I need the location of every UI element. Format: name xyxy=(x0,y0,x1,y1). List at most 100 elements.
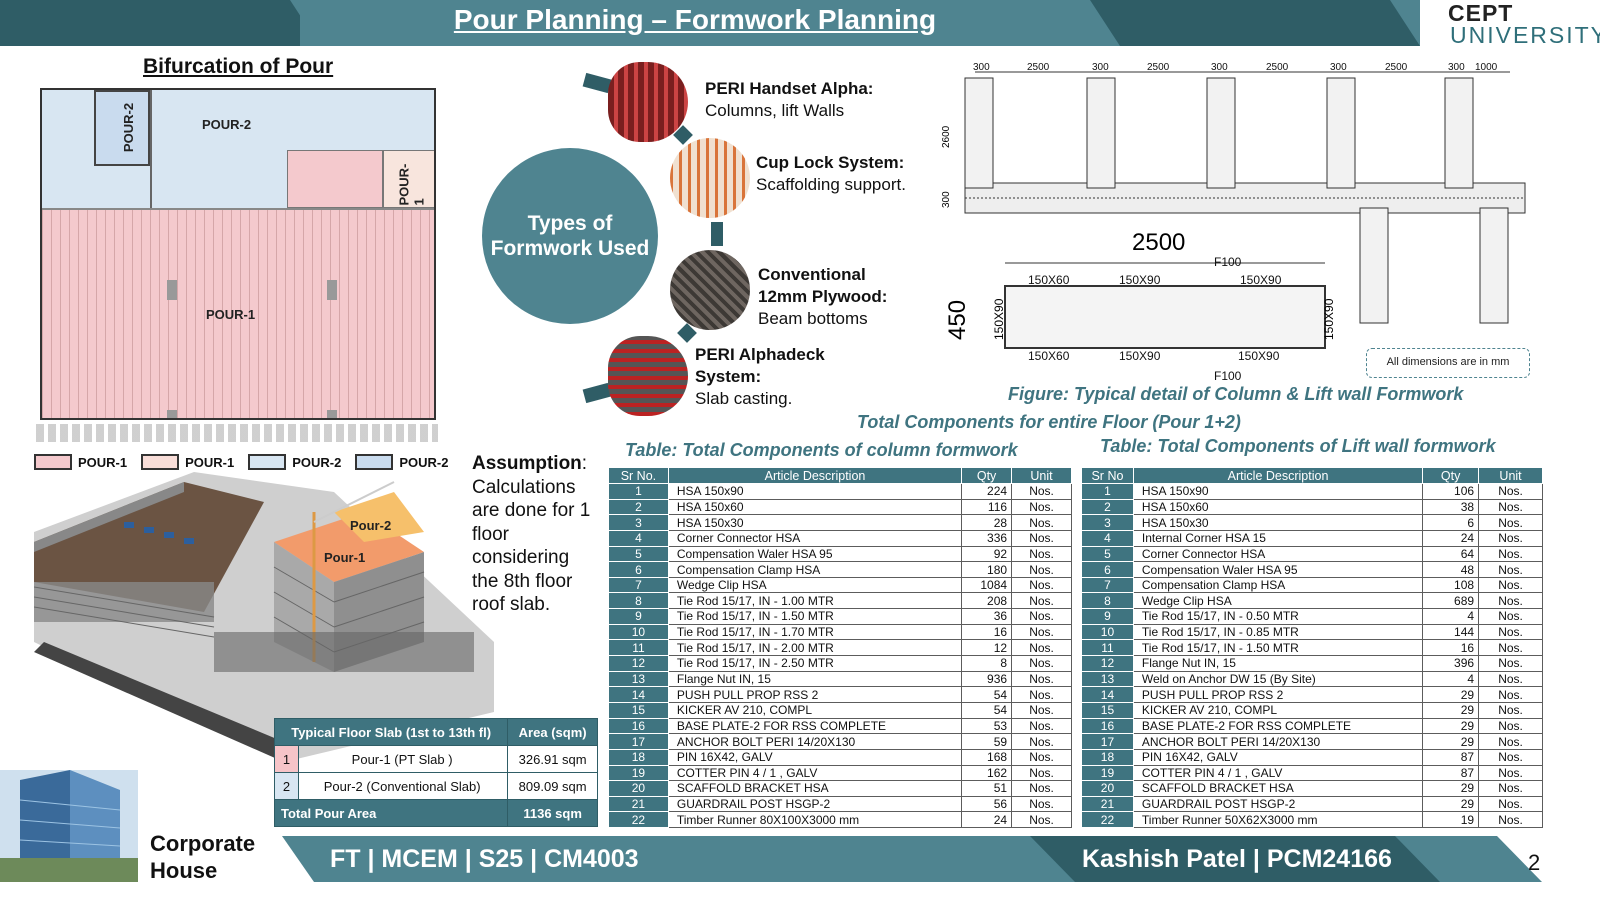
plan-label-pour1-vertical: POUR-1 xyxy=(396,163,427,206)
table-row: 2 Pour-2 (Conventional Slab) 809.09 sqm xyxy=(274,772,598,800)
figure-caption: Figure: Typical detail of Column & Lift … xyxy=(1008,384,1464,404)
dimensions-note: All dimensions are in mm xyxy=(1366,348,1530,378)
building-photo xyxy=(0,770,138,882)
svg-text:300: 300 xyxy=(1211,62,1228,73)
legend-item: POUR-1 xyxy=(141,454,234,470)
floor-plan: POUR-2 POUR-2 POUR-1 POUR-1 xyxy=(40,88,436,420)
big-dimension: 2500 xyxy=(1132,229,1185,256)
slab-area-table: Typical Floor Slab (1st to 13th fl) Area… xyxy=(273,718,598,827)
svg-text:150X60: 150X60 xyxy=(1028,273,1070,287)
svg-text:300: 300 xyxy=(941,191,952,208)
table-row: 1 Pour-1 (PT Slab ) 326.91 sqm xyxy=(274,745,598,773)
plywood-icon xyxy=(670,250,750,330)
plan-label-pour2: POUR-2 xyxy=(202,117,252,132)
logo-text-university: UNIVERSITY xyxy=(1450,22,1600,48)
plan-grid-labels xyxy=(36,424,438,442)
footer-author: Kashish Patel | PCM24166 xyxy=(1082,845,1392,873)
legend-item: POUR-1 xyxy=(34,454,127,470)
corporate-house-label: Corporate House xyxy=(150,831,256,883)
svg-text:2600: 2600 xyxy=(941,125,952,148)
lift-table-caption: Table: Total Components of Lift wall for… xyxy=(1100,436,1496,456)
svg-text:1000: 1000 xyxy=(1475,62,1498,73)
plan-title: Bifurcation of Pour xyxy=(143,55,334,78)
slab-table-header-desc: Typical Floor Slab (1st to 13th fl) xyxy=(273,718,509,746)
formwork-type-1: PERI Handset Alpha:Columns, lift Walls xyxy=(705,79,874,120)
legend-item: POUR-2 xyxy=(355,454,449,470)
footer-accent xyxy=(1030,836,1440,882)
logo-text-cept: CEPT xyxy=(1448,0,1514,26)
legend-item: POUR-2 xyxy=(248,454,341,470)
formwork-types-circle: Types of Formwork Used xyxy=(482,148,658,324)
connector-decor xyxy=(582,382,612,404)
peri-handset-icon xyxy=(608,62,688,142)
svg-text:300: 300 xyxy=(973,62,990,73)
header-accent-left xyxy=(0,0,300,46)
svg-text:150X90: 150X90 xyxy=(1119,349,1161,363)
svg-text:150X90: 150X90 xyxy=(1322,298,1336,340)
svg-text:300: 300 xyxy=(1092,62,1109,73)
plan-legend: POUR-1 POUR-1 POUR-2 POUR-2 xyxy=(34,454,449,470)
svg-text:2500: 2500 xyxy=(1385,62,1408,73)
svg-text:150X90: 150X90 xyxy=(1119,273,1161,287)
page-title: Pour Planning – Formwork Planning xyxy=(453,4,937,35)
side-dimension: 450 xyxy=(944,300,971,340)
footer-course: FT | MCEM | S25 | CM4003 xyxy=(330,845,639,873)
svg-text:2500: 2500 xyxy=(1027,62,1050,73)
svg-text:2500: 2500 xyxy=(1266,62,1289,73)
slab-table-header-area: Area (sqm) xyxy=(507,718,598,746)
formwork-type-3: Conventional 12mm Plywood:Beam bottoms xyxy=(758,265,888,328)
svg-text:300: 300 xyxy=(1448,62,1465,73)
svg-text:150X90: 150X90 xyxy=(1240,273,1282,287)
connector-decor xyxy=(711,222,723,246)
page-number: 2 xyxy=(1528,850,1541,875)
model-label-pour1: Pour-1 xyxy=(324,550,365,565)
svg-text:300: 300 xyxy=(1330,62,1347,73)
svg-text:F100: F100 xyxy=(1214,255,1242,269)
plan-label-pour1: POUR-1 xyxy=(206,307,256,322)
column-table-caption: Table: Total Components of column formwo… xyxy=(625,440,1018,460)
svg-text:150X90: 150X90 xyxy=(1238,349,1280,363)
site-3d-model: Pour-2 Pour-1 xyxy=(34,472,494,762)
plan-label-pour2-vertical: POUR-2 xyxy=(121,102,137,153)
cuplock-icon xyxy=(670,138,750,218)
